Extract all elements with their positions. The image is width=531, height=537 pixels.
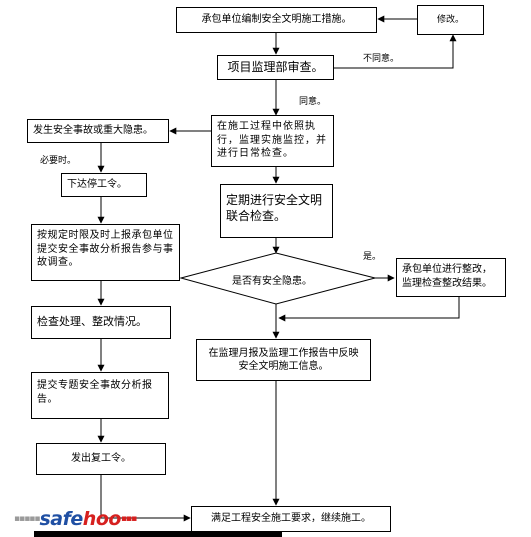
node-revise: 修改。 [417,5,484,35]
node-resume-work-order: 发出复工令。 [36,443,166,475]
node-inspect-rectification-text: 检查处理、整改情况。 [37,315,147,329]
logo-wordmark: safehoo [39,508,122,530]
node-contractor-rectify-text: 承包单位进行整改，监理检查整改结果。 [402,264,492,289]
node-meet-requirements: 满足工程安全施工要求，继续施工。 [191,506,391,532]
node-meet-requirements-text: 满足工程安全施工要求，继续施工。 [211,513,371,525]
node-report-accident: 按规定时限及时上报承包单位提交安全事故分析报告参与事故调查。 [31,224,180,281]
logo-suffix-dots: ▪▪▪ [120,514,137,524]
arrow-review-to-revise [334,34,457,69]
decision-label: 是否有安全隐患。 [232,276,312,287]
edge-label-agree: 同意。 [299,97,327,107]
bottom-bar [34,531,282,537]
node-supervision-review-text: 项目监理部审查。 [227,60,324,75]
node-periodic-joint-inspection-text: 定期进行安全文明联合检查。 [226,193,323,224]
node-monthly-report: 在监理月报及监理工作报告中反映安全文明施工信息。 [196,339,371,381]
node-inspect-during-construction-text: 在施工过程中依照执行，监理实施监控，并进行日常检查。 [217,121,327,159]
edge-label-disagree: 不同意。 [363,54,400,64]
logo-word-main: safe [39,508,84,530]
node-stop-work-order: 下达停工令。 [61,173,147,197]
node-revise-text: 修改。 [436,14,464,25]
arrow-resume-to-meet [100,475,191,522]
node-inspect-rectification: 检查处理、整改情况。 [31,306,171,339]
node-prepare-measures-text: 承包单位编制安全文明施工措施。 [201,14,352,26]
node-resume-work-order-text: 发出复工令。 [71,453,131,465]
node-contractor-rectify: 承包单位进行整改，监理检查整改结果。 [396,258,506,297]
node-periodic-joint-inspection: 定期进行安全文明联合检查。 [220,184,333,238]
node-accident-or-hazard-text: 发生安全事故或重大隐患。 [33,125,153,137]
node-submit-special-report: 提交专题安全事故分析报告。 [31,372,169,419]
logo-prefix-dots: ▪▪▪▪▪ [14,514,40,524]
node-inspect-during-construction: 在施工过程中依照执行，监理实施监控，并进行日常检查。 [211,115,334,167]
edge-label-yes: 是。 [363,252,382,262]
edge-label-when-needed: 必要时。 [40,156,77,166]
node-submit-special-report-text: 提交专题安全事故分析报告。 [37,380,153,405]
node-accident-or-hazard: 发生安全事故或重大隐患。 [27,119,169,143]
logo-word-accent: hoo [82,508,122,530]
node-prepare-measures: 承包单位编制安全文明施工措施。 [176,7,377,33]
node-monthly-report-text: 在监理月报及监理工作报告中反映安全文明施工信息。 [208,347,359,373]
node-report-accident-text: 按规定时限及时上报承包单位提交安全事故分析报告参与事故调查。 [37,230,174,268]
arrow-contractor-to-main [278,297,460,322]
decision-diamond [179,252,376,305]
node-stop-work-order-text: 下达停工令。 [67,179,127,191]
safehoo-logo: ▪▪▪▪▪ safehoo ▪▪▪ [14,508,137,530]
node-supervision-review: 项目监理部审查。 [217,55,334,80]
